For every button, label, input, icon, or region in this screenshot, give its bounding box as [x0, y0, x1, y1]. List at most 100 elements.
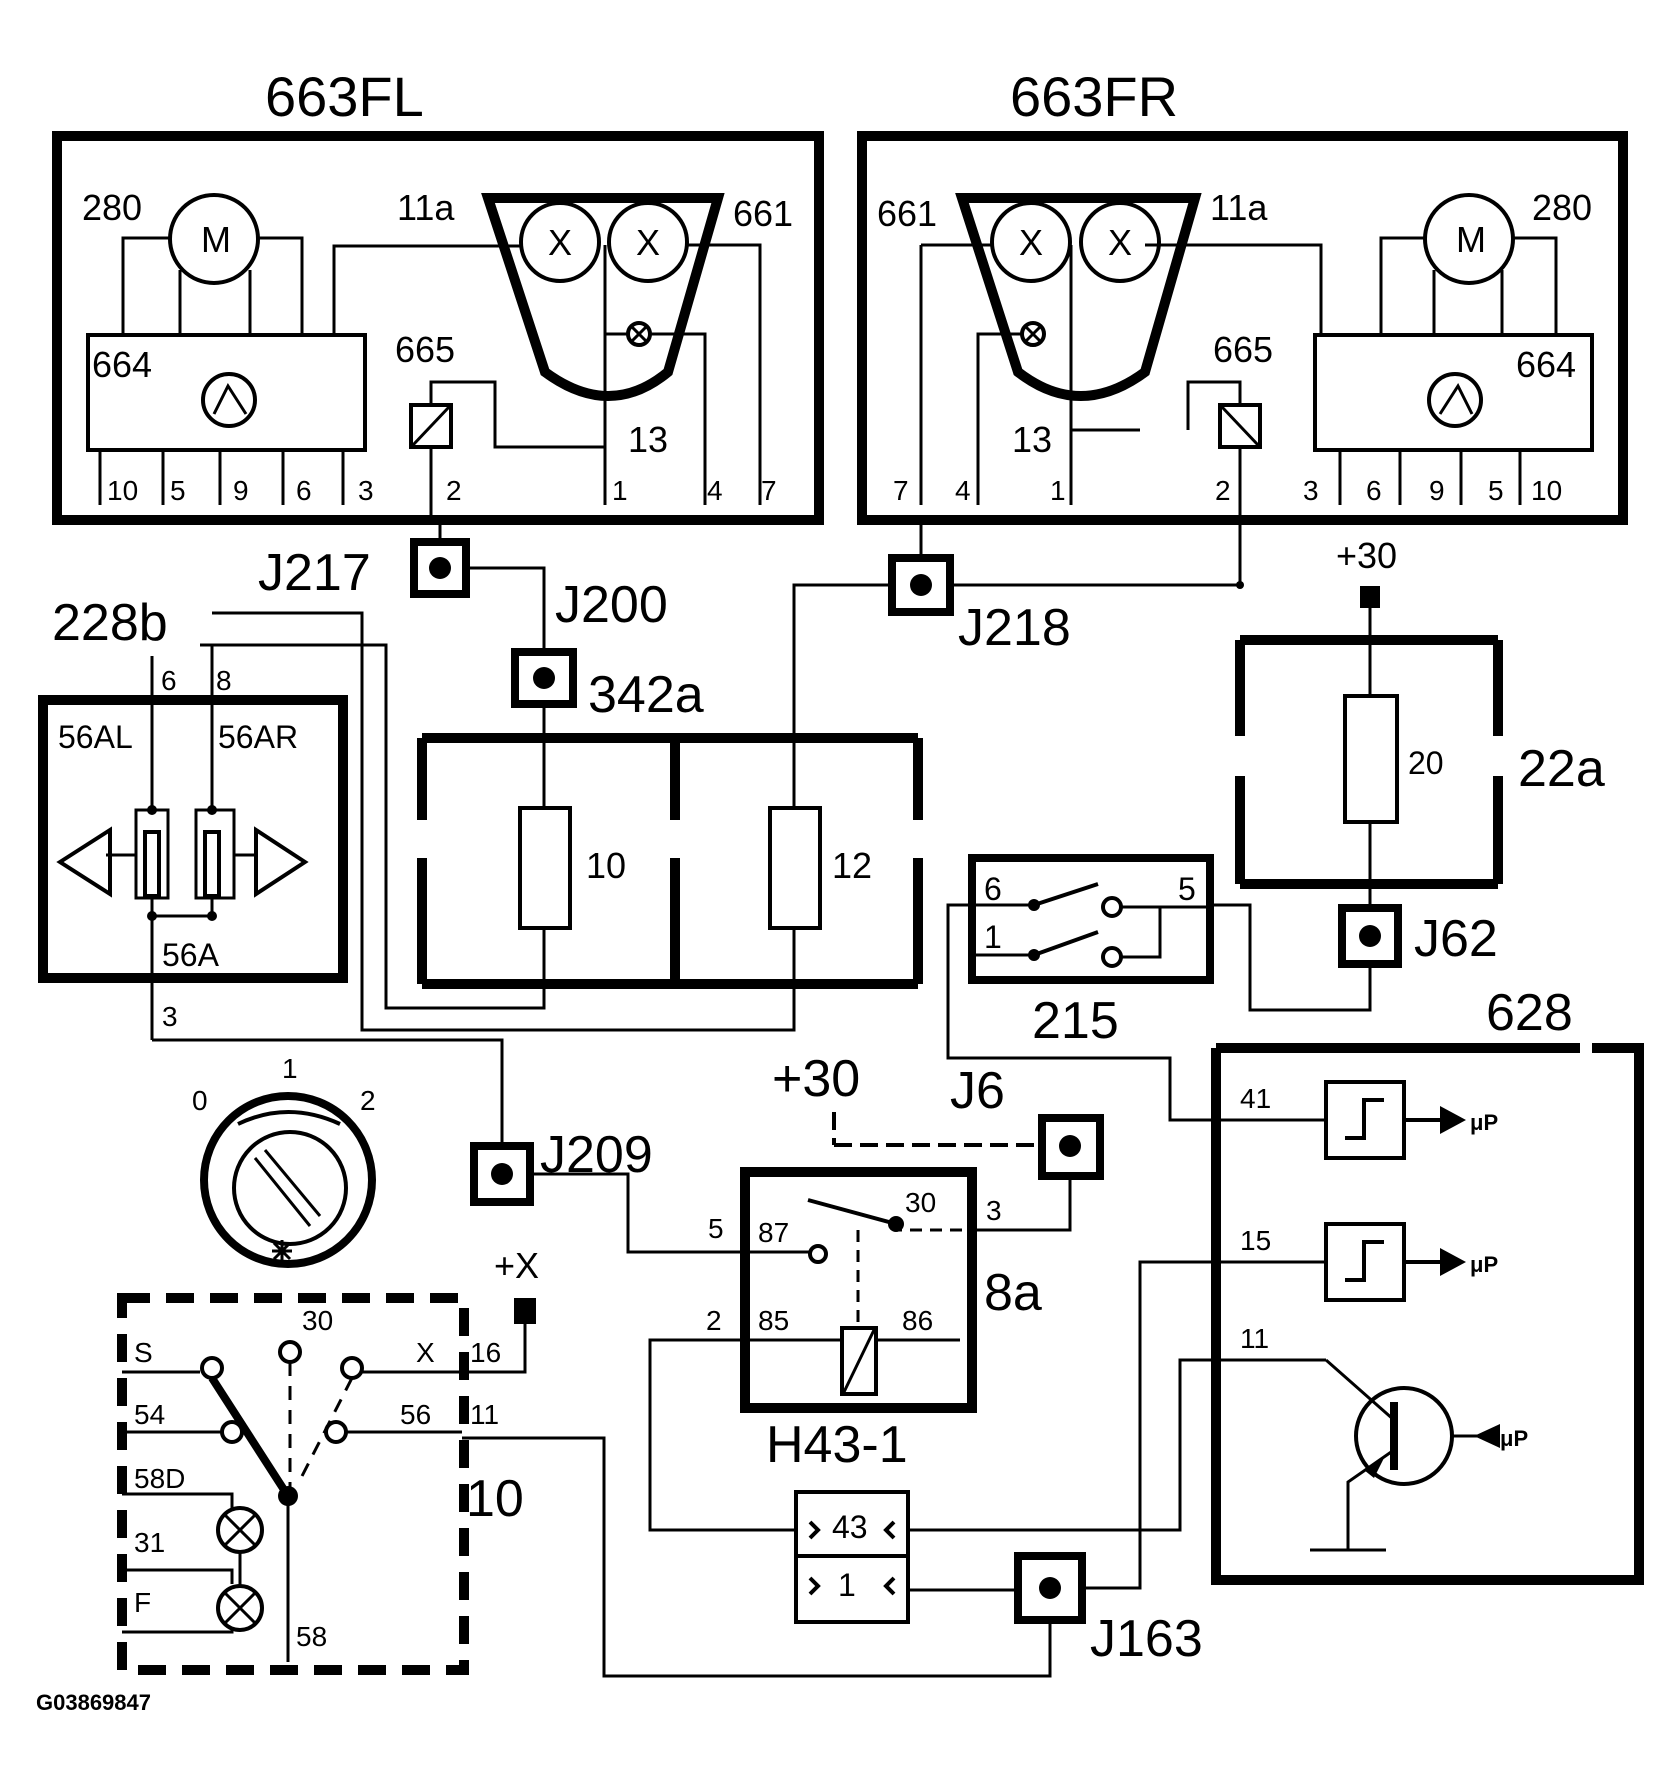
fl-pin: 1 — [612, 475, 628, 506]
junction-label: J217 — [258, 544, 371, 602]
ecu-pin: 15 — [1240, 1225, 1271, 1256]
fl-pin: 9 — [233, 475, 249, 506]
switch-label: 30 — [302, 1305, 333, 1336]
fl-pin: 7 — [761, 475, 777, 506]
fl-actuator-label: 665 — [395, 329, 455, 370]
switch-pin: 6 — [161, 665, 177, 696]
relay-pin: 30 — [905, 1187, 936, 1218]
diagram-code: G03869847 — [36, 1690, 151, 1715]
up-label: μP — [1470, 1252, 1498, 1277]
junction-label: J218 — [958, 599, 1071, 657]
rotary-position: 1 — [282, 1053, 298, 1084]
fr-pin: 3 — [1303, 475, 1319, 506]
rotary-position: 0 — [192, 1085, 208, 1116]
switch-label: 56 — [400, 1399, 431, 1430]
relay-pin: 5 — [1178, 871, 1196, 907]
switch-label: X — [416, 1337, 435, 1368]
fl-pin: 3 — [358, 475, 374, 506]
component-663fr: 663FR X X 661 11a 13 665 664 M 280 7 4 1… — [857, 65, 1628, 525]
fuse-box: 10 12 — [200, 611, 923, 1032]
fr-pin: 5 — [1488, 475, 1504, 506]
fr-motor-symbol: M — [1456, 219, 1486, 260]
component-663fl: 663FL 664 M 280 10 5 9 6 3 2 1 4 7 665 X… — [52, 65, 824, 525]
switch-label: 58D — [134, 1463, 185, 1494]
fl-bulb-symbol: X — [548, 222, 572, 263]
light-switch-10: 10 +X 16 X S 30 54 56 11 58D 31 F 58 — [117, 1245, 539, 1675]
switch-label: 11 — [470, 1399, 499, 1430]
switch-pin: 8 — [216, 665, 232, 696]
fr-bulb-icon — [1079, 201, 1161, 283]
indicator-pin: 43 — [832, 1509, 868, 1545]
fuse-box-id: 22a — [1518, 740, 1605, 798]
supply-label: +30 — [772, 1050, 860, 1108]
junction-label: J62 — [1414, 910, 1498, 968]
fl-pin: 4 — [707, 475, 723, 506]
fl-lamp-label: 11a — [397, 187, 455, 228]
fr-bulb-symbol: X — [1019, 222, 1043, 263]
relay-pin: 85 — [758, 1305, 789, 1336]
fl-pin: 6 — [296, 475, 312, 506]
fr-pin: 9 — [1429, 475, 1445, 506]
fl-pin: 2 — [446, 475, 462, 506]
fr-pin: 1 — [1050, 475, 1066, 506]
fuse-icon — [768, 806, 822, 930]
fuse-icon — [518, 806, 572, 930]
left-arrow-icon — [56, 826, 112, 898]
wiring: J217 J200 342a J218 — [258, 520, 1244, 808]
663fl-title: 663FL — [265, 65, 424, 128]
switch-label: F — [134, 1587, 151, 1618]
fl-bulb-icon — [519, 201, 601, 283]
relay-pin: 3 — [986, 1195, 1002, 1226]
fuse-b-label: 12 — [832, 845, 872, 886]
rotary-switch: 0 1 2 — [192, 1053, 376, 1268]
ecu-id: 628 — [1486, 984, 1573, 1042]
indicator-pin: 1 — [838, 1567, 856, 1603]
switch-label: S — [134, 1337, 153, 1368]
switch-id: 10 — [466, 1470, 524, 1528]
fl-bulb-icon — [607, 201, 689, 283]
relay-pin: 86 — [902, 1305, 933, 1336]
supply-label: +X — [494, 1245, 539, 1286]
fl-motor-symbol: M — [201, 219, 231, 260]
fuse-icon — [1343, 694, 1399, 824]
fr-lamp-pin: 13 — [1012, 419, 1052, 460]
fl-pin: 5 — [170, 475, 186, 506]
junction-label: J163 — [1090, 1610, 1203, 1668]
fr-lamp-label: 11a — [1210, 187, 1268, 228]
relay-215: 6 1 5 215 — [946, 854, 1372, 1122]
fuse-label: 20 — [1408, 745, 1444, 781]
fl-switch-label: 661 — [733, 193, 793, 234]
rotary-position: 2 — [360, 1085, 376, 1116]
up-label: μP — [1470, 1110, 1498, 1135]
right-arrow-icon — [254, 826, 309, 898]
fuse-22a: +30 20 22a J62 — [1235, 535, 1605, 968]
switch-label: 56AR — [218, 719, 298, 755]
ecu-628: 628 41 15 11 μP μP μP — [1211, 984, 1644, 1585]
switch-label: 31 — [134, 1527, 165, 1558]
relay-pin: 87 — [758, 1217, 789, 1248]
fr-motor-label: 280 — [1532, 187, 1592, 228]
fr-bulb-icon — [990, 201, 1072, 283]
junction-label: J6 — [950, 1062, 1005, 1120]
fl-lamp-pin: 13 — [628, 419, 668, 460]
relay-pin: 6 — [984, 871, 1002, 907]
fr-headlamp-icon — [955, 193, 1202, 401]
fl-pin: 10 — [107, 475, 138, 506]
fr-module-label: 664 — [1516, 344, 1576, 385]
relay-pin: 2 — [706, 1305, 722, 1336]
663fr-title: 663FR — [1010, 65, 1178, 128]
fr-pin: 6 — [1366, 475, 1382, 506]
fl-headlamp-icon — [481, 193, 725, 401]
fr-pin: 10 — [1531, 475, 1562, 506]
fr-actuator-label: 665 — [1213, 329, 1273, 370]
switch-label: 54 — [134, 1399, 165, 1430]
relay-pin: 1 — [984, 919, 1002, 955]
switch-label: 56A — [162, 937, 220, 973]
up-label: μP — [1500, 1426, 1528, 1451]
fuse-box-id: 342a — [588, 666, 704, 724]
switch-label: 16 — [470, 1337, 501, 1368]
fr-pin: 7 — [893, 475, 909, 506]
switch-228b: 228b 6 8 56AL 56AR 56A 3 — [38, 594, 504, 1146]
fl-bulb-symbol: X — [636, 222, 660, 263]
relay-pin: 5 — [708, 1213, 724, 1244]
